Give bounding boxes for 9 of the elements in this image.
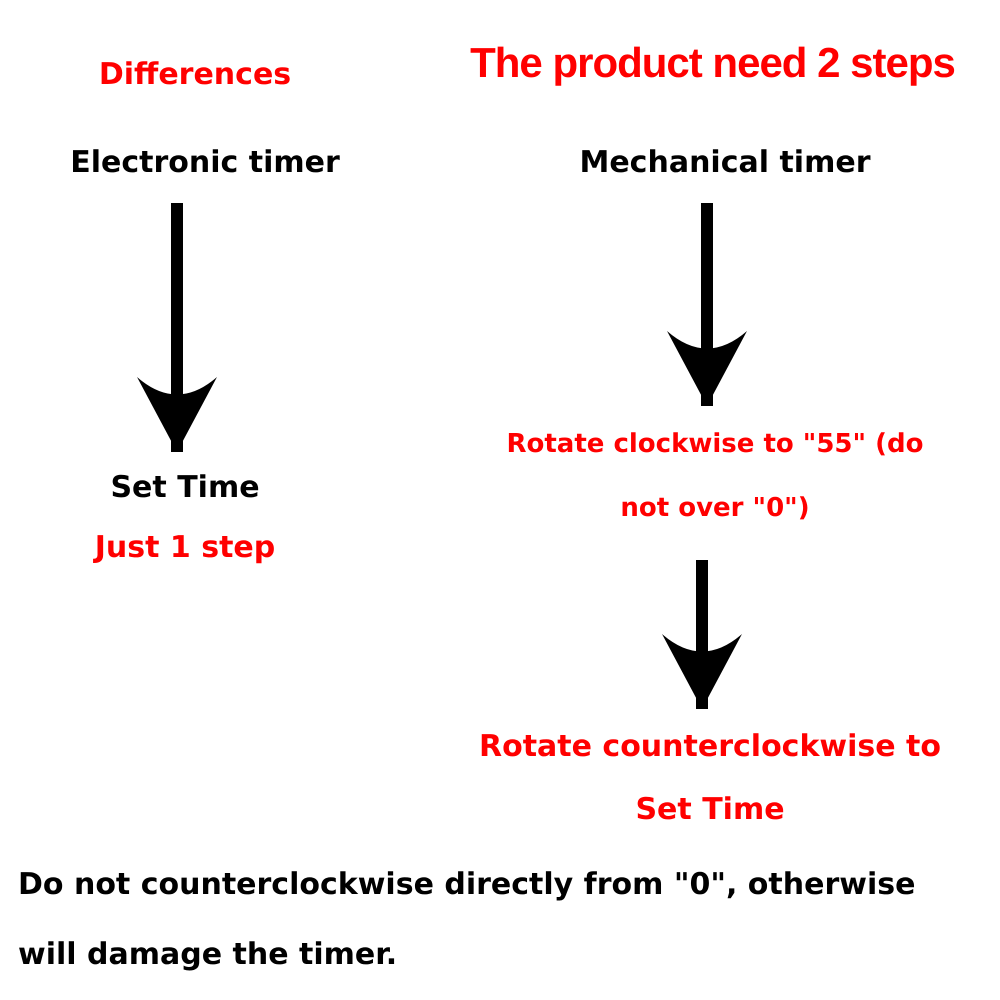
heading-text: Differences (98, 56, 292, 94)
step-text: Electronic timer (69, 144, 341, 182)
title: The product need 2 steps (469, 38, 956, 88)
step-text: Set Time (109, 469, 261, 507)
step-text: Mechanical timer (578, 144, 872, 182)
step-text: Rotate counterclockwise to Set Time (478, 728, 942, 829)
step-text: Rotate clockwise to "55" (do not over "0") (506, 428, 924, 525)
step-text: Just 1 step (92, 529, 276, 567)
warning-note: Do not counterclockwise directly from "0", otherwise will damage the timer. (18, 866, 916, 974)
